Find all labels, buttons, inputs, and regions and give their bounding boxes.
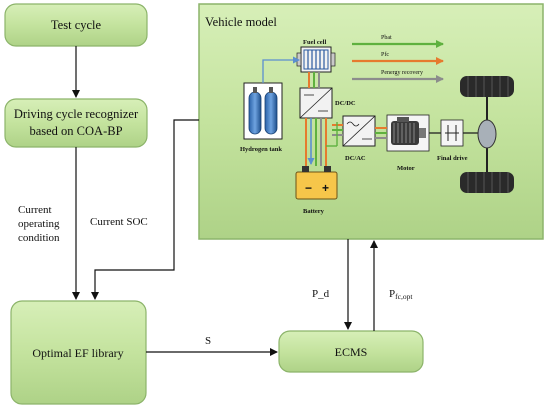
legend-energy-recovery-label: Penergy recovery bbox=[381, 70, 423, 76]
battery-label: Battery bbox=[303, 208, 325, 215]
dcac-inverter-icon bbox=[342, 115, 376, 147]
legend-pbat-label: Pbat bbox=[381, 35, 392, 41]
driving-cycle-recognizer-block: Driving cycle recognizer based on COA-BP bbox=[4, 98, 148, 148]
s-label: S bbox=[205, 335, 211, 347]
hydrogen-flow-arrow bbox=[262, 56, 300, 83]
motor-icon bbox=[386, 114, 430, 152]
current-operating-label-1: Current bbox=[18, 204, 52, 216]
dcdc-converter-icon bbox=[299, 87, 333, 119]
ecms-block: ECMS bbox=[278, 330, 424, 373]
legend-pfc-label: Pfc bbox=[381, 51, 389, 58]
test-cycle-label: Test cycle bbox=[51, 18, 102, 32]
power-flow-lines bbox=[305, 72, 387, 166]
ecms-label: ECMS bbox=[335, 345, 368, 359]
test-cycle-block: Test cycle bbox=[4, 3, 148, 47]
p-fc-opt-label: Pfc,opt bbox=[389, 288, 413, 301]
current-soc-label: Current SOC bbox=[90, 216, 148, 228]
final-drive-icon bbox=[440, 119, 464, 147]
current-operating-label-3: condition bbox=[18, 232, 60, 244]
recognizer-label-line2: based on COA-BP bbox=[29, 124, 122, 138]
arrow-soc-to-library bbox=[91, 119, 199, 300]
final-drive-label: Final drive bbox=[437, 155, 468, 162]
hydrogen-tank-icon bbox=[243, 82, 283, 140]
hydrogen-tank-label: Hydrogen tank bbox=[240, 146, 282, 153]
battery-plus-sign: + bbox=[322, 181, 329, 195]
p-d-label: P_d bbox=[312, 288, 330, 300]
optimal-ef-library-block: Optimal EF library bbox=[10, 300, 147, 405]
dcdc-label: DC/DC bbox=[335, 100, 356, 107]
axle-and-wheels-icon bbox=[460, 76, 514, 193]
motor-label: Motor bbox=[397, 165, 415, 172]
vehicle-model-title: Vehicle model bbox=[205, 15, 277, 29]
fuel-cell-icon bbox=[296, 46, 336, 73]
fuel-cell-label: Fuel cell bbox=[303, 39, 326, 46]
dcac-label: DC/AC bbox=[345, 155, 366, 162]
recognizer-label-line1: Driving cycle recognizer bbox=[14, 107, 139, 121]
power-legend: Pbat Pfc Penergy recovery bbox=[352, 35, 444, 83]
ef-library-label: Optimal EF library bbox=[32, 346, 123, 360]
battery-icon: − + bbox=[295, 166, 338, 200]
current-operating-label-2: operating bbox=[18, 218, 60, 230]
battery-minus-sign: − bbox=[305, 181, 312, 195]
